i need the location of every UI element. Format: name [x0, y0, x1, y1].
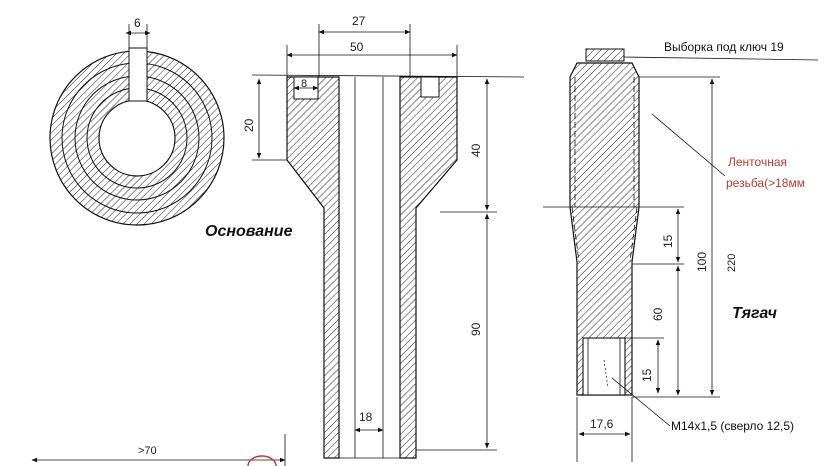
puller-thread-note-2: резьба(>18мм — [726, 176, 805, 190]
base-dim-18: 18 — [359, 410, 373, 424]
puller-dim-15-taper: 15 — [661, 234, 675, 248]
base-section: 27 50 8 20 40 90 18 >70 Основание — [31, 14, 525, 466]
base-dim-50: 50 — [350, 40, 364, 54]
puller-dim-15-thread: 15 — [640, 368, 654, 382]
ring-slot-dim: 6 — [134, 16, 141, 30]
base-dim-90: 90 — [469, 322, 483, 336]
puller-dim-100: 100 — [695, 252, 709, 272]
puller-title: Тягач — [732, 305, 777, 322]
base-dim-27: 27 — [352, 14, 366, 28]
base-dim-70: >70 — [138, 445, 157, 457]
ring-top-view: 6 — [49, 16, 225, 226]
puller-thread-spec: М14х1,5 (сверло 12,5) — [671, 419, 794, 433]
puller-dim-cut: 220 — [726, 254, 738, 272]
base-dim-20: 20 — [242, 118, 256, 132]
base-dim-8: 8 — [301, 78, 307, 90]
puller-dim-60: 60 — [651, 307, 665, 321]
base-dim-40: 40 — [469, 143, 483, 157]
puller-dim-17-6: 17,6 — [590, 417, 614, 431]
puller-thread-note-1: Ленточная — [728, 155, 787, 169]
puller-section: Выборка под ключ 19 Ленточная резьба(>18… — [543, 40, 819, 462]
base-title: Основание — [205, 223, 293, 240]
puller-key-note: Выборка под ключ 19 — [664, 40, 784, 54]
